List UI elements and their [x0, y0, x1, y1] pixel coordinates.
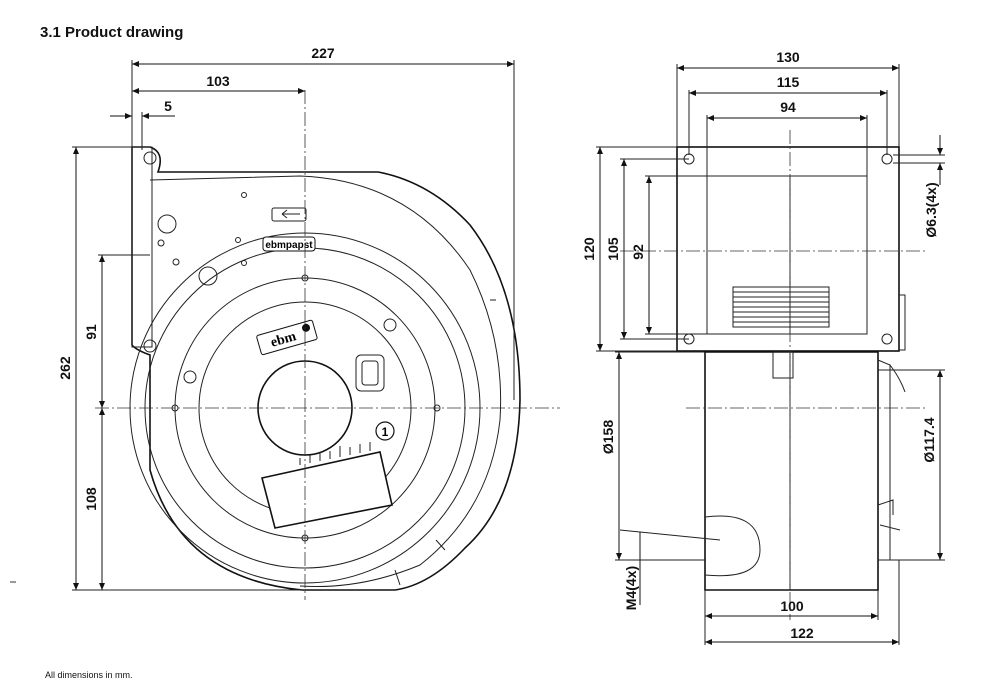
- rotation-arrow-icon: [281, 209, 300, 219]
- dim-94-label: 94: [780, 99, 796, 115]
- housing-hole-small-2: [172, 258, 180, 266]
- cable-gland: [704, 515, 761, 577]
- dim-91-label: 91: [83, 324, 99, 340]
- mounting-hole-bottom: [143, 339, 157, 353]
- footnote: All dimensions in mm.: [45, 670, 133, 680]
- screw-hole-2: [235, 237, 241, 243]
- dim-227-label: 227: [311, 45, 335, 61]
- callout-circle: [375, 421, 395, 441]
- flange-hole-br: [881, 333, 893, 345]
- callout-number: 1: [382, 425, 389, 439]
- brand-plate-text: ebmpapst: [265, 240, 313, 251]
- housing-ribs: [394, 299, 496, 586]
- rotor-slot-2: [383, 318, 397, 332]
- outlet-opening: [706, 175, 868, 335]
- ebm-logo-text: ebm: [269, 329, 298, 351]
- dim-120-label: 120: [581, 237, 597, 261]
- terminal-cover: [355, 354, 385, 392]
- dim-262-label: 262: [57, 356, 73, 380]
- dim-105-label: 105: [605, 237, 621, 261]
- page-title: 3.1 Product drawing: [40, 24, 184, 41]
- dim-158-label: Ø158: [600, 420, 616, 454]
- brand-plate: [262, 236, 316, 252]
- dim-108-label: 108: [83, 487, 99, 511]
- side-view: 130 115 94 120 105 92 Ø6.3(4x) Ø158 Ø117…: [581, 49, 945, 645]
- ebm-logo-plate: [256, 319, 318, 356]
- front-view: ebmpapst ebm 1 227 103: [57, 45, 560, 600]
- housing-hole-large-2: [198, 266, 218, 286]
- dim-115-label: 115: [777, 74, 800, 90]
- housing-hole-large: [157, 214, 177, 234]
- electronics-board: [261, 451, 393, 529]
- volute-scroll: [149, 175, 502, 588]
- mounting-hole-top: [143, 151, 157, 165]
- housing-hole-small: [157, 239, 165, 247]
- component-pins: [299, 442, 371, 465]
- rotor-slot: [183, 370, 197, 384]
- dim-92-label: 92: [630, 244, 646, 260]
- side-flange-plate: [676, 146, 900, 352]
- side-neck: [772, 351, 794, 379]
- terminal-cover-inner: [361, 360, 379, 386]
- dim-103-label: 103: [206, 73, 230, 89]
- dim-130-label: 130: [776, 49, 800, 65]
- rotation-arrow-box: [271, 207, 307, 222]
- dim-1174-label: Ø117.4: [921, 417, 937, 462]
- screw-hole: [241, 192, 247, 198]
- dim-100-label: 100: [780, 598, 804, 614]
- motor-body: [704, 351, 879, 591]
- dim-5-label: 5: [164, 98, 172, 114]
- dim-122-label: 122: [790, 625, 814, 641]
- hole-dimension-label: Ø6.3(4x): [923, 182, 939, 237]
- thread-label: M4(4x): [623, 566, 639, 610]
